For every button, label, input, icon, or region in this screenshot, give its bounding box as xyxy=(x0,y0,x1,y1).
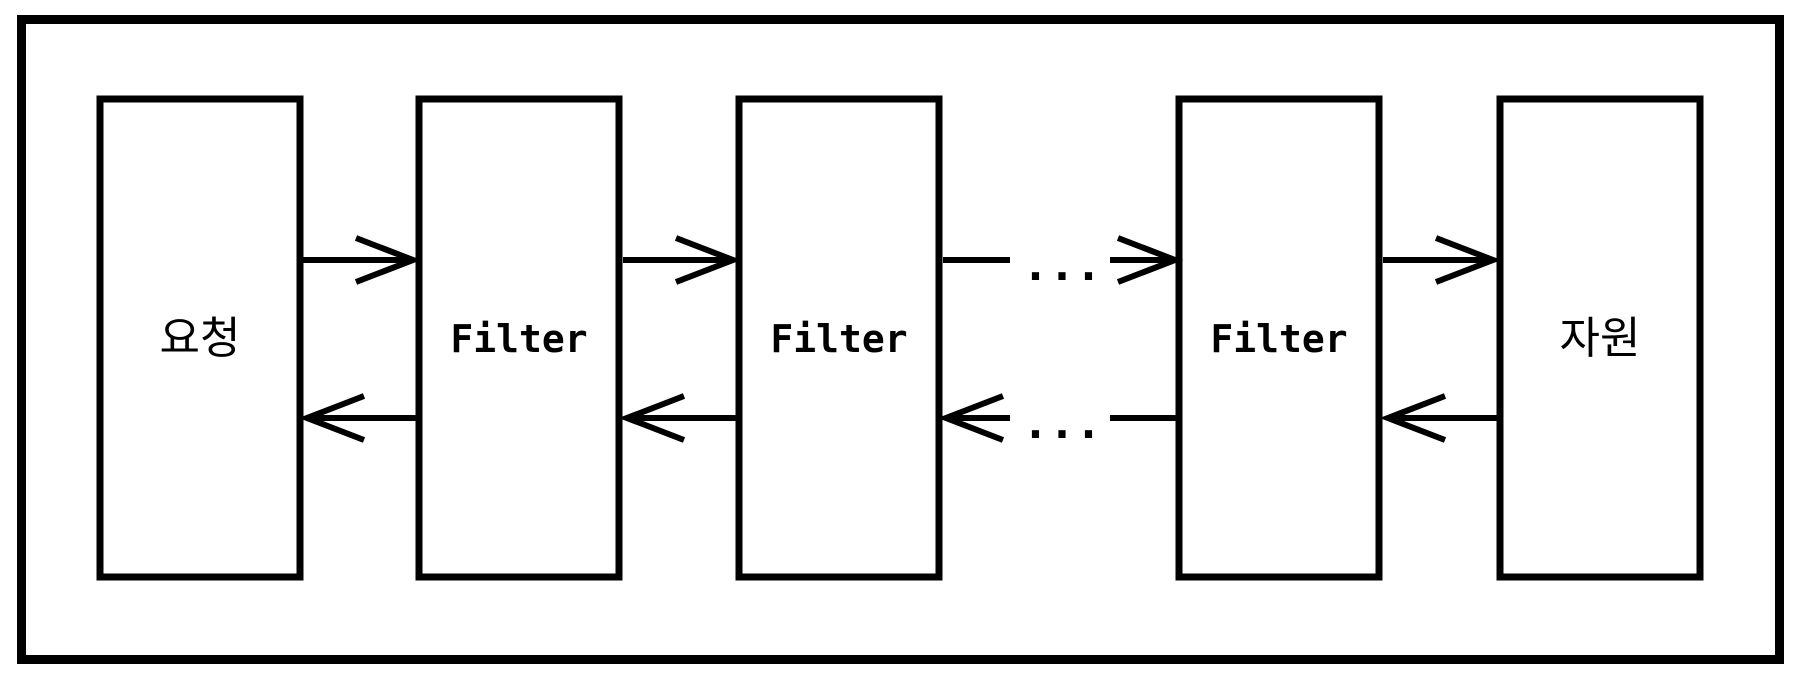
ellipsis-top: ... xyxy=(1022,240,1101,291)
node-box-resource xyxy=(1496,95,1704,581)
arrowhead-right-icon xyxy=(1116,235,1184,285)
node-label-filter-1: Filter xyxy=(450,317,587,361)
arrowhead-left-icon xyxy=(618,393,686,443)
arrowhead-right-icon xyxy=(674,235,742,285)
node-label-filter-3: Filter xyxy=(1210,317,1347,361)
ellipsis-bottom: ... xyxy=(1022,398,1101,449)
node-box-filter-3 xyxy=(1175,95,1383,581)
arrowhead-left-icon xyxy=(1379,393,1447,443)
arrowhead-left-icon xyxy=(298,393,366,443)
node-box-request xyxy=(96,95,304,581)
connection-2-back-arrow xyxy=(618,393,736,443)
arrowhead-right-icon xyxy=(1434,235,1502,285)
connection-1-back-arrow xyxy=(298,393,416,443)
connection-3-back-arrow: ... xyxy=(937,393,1176,449)
connection-3-forward-arrow: ... xyxy=(943,235,1184,291)
arrowhead-right-icon xyxy=(354,235,422,285)
diagram-outer-border xyxy=(17,15,1784,664)
connection-1-forward-arrow xyxy=(303,235,422,285)
node-box-filter-1 xyxy=(415,95,623,581)
node-label-filter-2: Filter xyxy=(770,317,907,361)
node-label-request: 요청 xyxy=(160,313,241,364)
connection-4-forward-arrow xyxy=(1383,235,1502,285)
node-box-filter-2 xyxy=(735,95,943,581)
connection-2-forward-arrow xyxy=(623,235,742,285)
connection-4-back-arrow xyxy=(1379,393,1497,443)
node-label-resource: 자원 xyxy=(1560,313,1641,364)
